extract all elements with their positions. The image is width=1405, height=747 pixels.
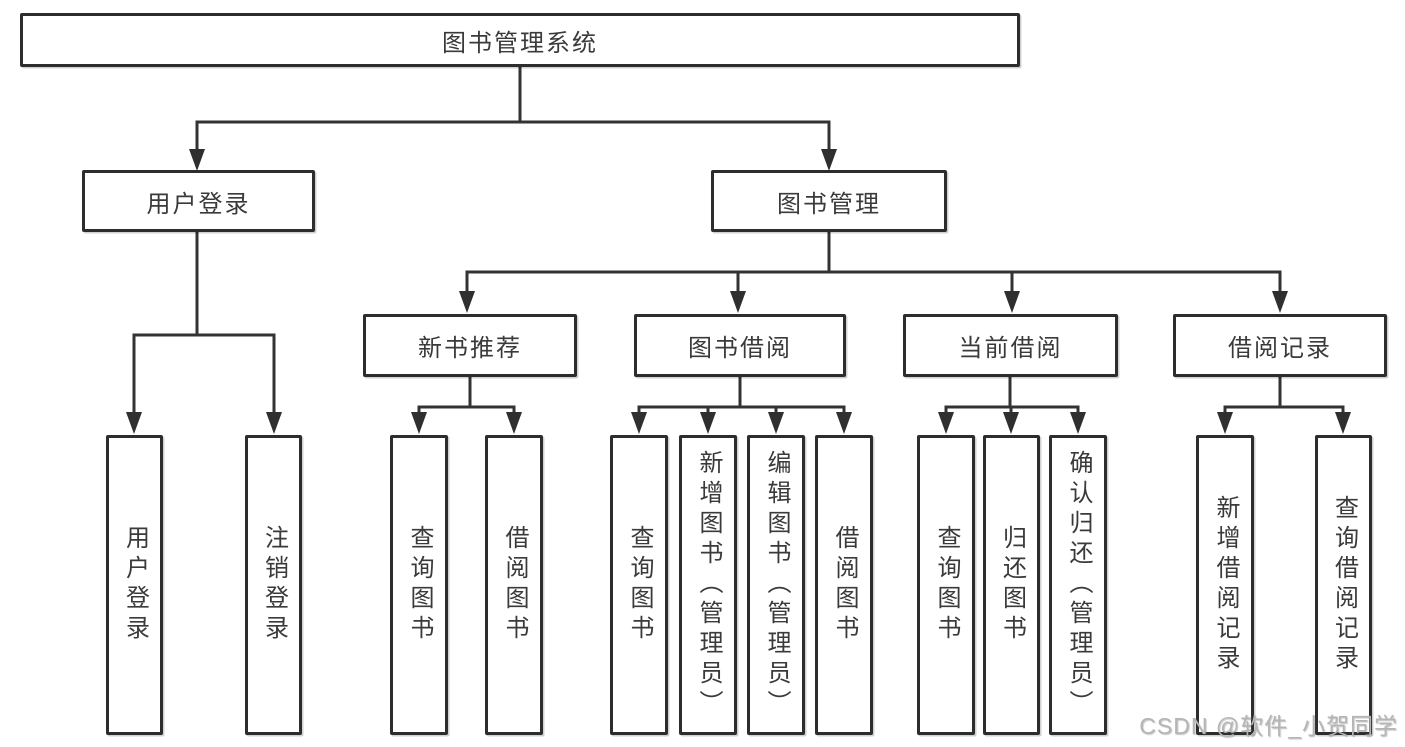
arrowhead xyxy=(768,412,784,434)
node-label: 图书管理 xyxy=(777,190,881,218)
connector-currentborrow-to-leaves xyxy=(944,375,1080,415)
arrowhead xyxy=(1004,291,1020,313)
connector-root-to-level2 xyxy=(195,65,831,152)
node-new-book-recommendation: 新书推荐 xyxy=(363,314,577,377)
arrowhead xyxy=(836,412,852,434)
node-label: 查询图书 xyxy=(933,525,960,645)
arrowhead xyxy=(1070,412,1086,434)
node-label: 借阅图书 xyxy=(501,525,528,645)
node-label: 借阅记录 xyxy=(1228,335,1332,362)
node-label: 归还图书 xyxy=(998,525,1026,645)
node-user-login: 用户登录 xyxy=(82,170,315,232)
arrowhead xyxy=(1335,412,1351,434)
node-label: 新增借阅记录 xyxy=(1212,495,1239,675)
node-label: 查询借阅记录 xyxy=(1330,495,1358,675)
csdn-watermark: CSDN @软件_小贺同学 xyxy=(1139,713,1398,739)
connector-bookmgmt-to-level3 xyxy=(465,230,1282,294)
leaf-cb-confirm-return-admin: 确认归还（管理员） xyxy=(1049,435,1107,735)
leaf-cb-return-books: 归还图书 xyxy=(983,435,1040,735)
leaf-bb-edit-books-admin: 编辑图书（管理员） xyxy=(747,435,805,735)
node-borrowing-records: 借阅记录 xyxy=(1173,314,1387,377)
node-label: 当前借阅 xyxy=(958,335,1063,362)
leaf-logout: 注销登录 xyxy=(245,435,302,735)
node-label: 借阅图书 xyxy=(831,525,858,645)
arrowhead xyxy=(506,412,522,434)
arrowhead xyxy=(730,291,746,313)
arrowhead xyxy=(938,412,954,434)
leaf-rec-borrow-books: 借阅图书 xyxy=(485,435,543,735)
arrowhead xyxy=(126,412,142,434)
node-label: 图书借阅 xyxy=(688,335,792,362)
node-book-borrowing: 图书借阅 xyxy=(634,314,846,377)
node-label: 用户登录 xyxy=(121,525,149,645)
node-label: 新增图书（管理员） xyxy=(695,450,722,720)
arrowhead xyxy=(189,149,205,171)
arrowhead xyxy=(1003,412,1019,434)
node-label: 确认归还（管理员） xyxy=(1065,450,1092,720)
node-label: 图书管理系统 xyxy=(442,29,598,57)
leaf-bb-add-books-admin: 新增图书（管理员） xyxy=(679,435,737,735)
node-library-management-system: 图书管理系统 xyxy=(20,13,1020,67)
node-current-borrowing: 当前借阅 xyxy=(903,314,1118,377)
connector-bookborrow-to-leaves xyxy=(637,375,846,415)
node-label: 查询图书 xyxy=(626,525,653,645)
leaf-cb-query-books: 查询图书 xyxy=(917,435,975,735)
node-book-management: 图书管理 xyxy=(711,170,947,232)
leaf-bb-borrow-books: 借阅图书 xyxy=(815,435,873,735)
arrowhead xyxy=(459,291,475,313)
connector-userlogin-to-leaves xyxy=(132,230,276,416)
node-label: 查询图书 xyxy=(406,525,433,645)
node-label: 注销登录 xyxy=(260,525,288,645)
arrowhead xyxy=(821,149,837,171)
arrowhead xyxy=(1217,412,1233,434)
leaf-user-login: 用户登录 xyxy=(106,435,163,735)
arrowhead xyxy=(700,412,716,434)
connector-newbookrec-to-leaves xyxy=(417,375,516,415)
node-label: 用户登录 xyxy=(146,190,251,218)
leaf-bb-query-books: 查询图书 xyxy=(610,435,668,735)
arrowhead xyxy=(631,412,647,434)
arrowhead xyxy=(266,412,282,434)
connector-borrowrecords-to-leaves xyxy=(1223,375,1345,415)
arrowhead xyxy=(411,412,427,434)
leaf-br-query-record: 查询借阅记录 xyxy=(1315,435,1372,735)
leaf-br-add-record: 新增借阅记录 xyxy=(1196,435,1254,735)
node-label: 编辑图书（管理员） xyxy=(763,450,790,720)
arrowhead xyxy=(1272,291,1288,313)
leaf-rec-query-books: 查询图书 xyxy=(390,435,448,735)
node-label: 新书推荐 xyxy=(418,335,522,362)
